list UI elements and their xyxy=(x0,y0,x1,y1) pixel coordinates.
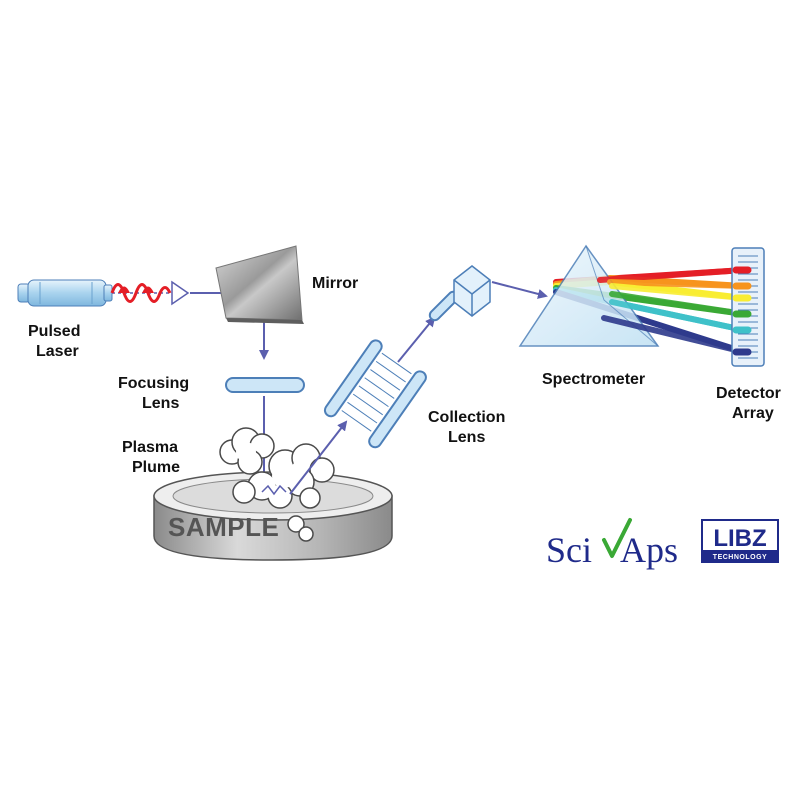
detector-array-label: Detector Array xyxy=(716,385,785,422)
spectrum-beams-front xyxy=(597,267,747,355)
plasma-spark xyxy=(261,484,287,496)
collection-lens-label: Collection Lens xyxy=(428,409,510,446)
mirror-label: Mirror xyxy=(312,275,358,292)
detector-array xyxy=(731,247,765,367)
beam-to-collection xyxy=(289,420,348,495)
sciaps-logo-aps: Aps xyxy=(620,530,678,570)
beam-to-spectrometer xyxy=(491,281,548,299)
sciaps-logo: Sci Aps xyxy=(546,518,678,570)
libz-logo: LIBZ TECHNOLOGY xyxy=(701,519,779,563)
focusing-lens xyxy=(225,377,305,393)
libz-logo-text: LIBZ xyxy=(713,525,766,552)
mirror xyxy=(215,245,304,324)
spectrometer-label: Spectrometer xyxy=(542,371,645,388)
fiber-cube xyxy=(453,265,491,317)
pulsed-laser-label: Pulsed Laser xyxy=(28,323,85,360)
sciaps-logo-sci: Sci xyxy=(546,530,592,570)
beam-to-coupler xyxy=(397,316,436,363)
focusing-lens-label: Focusing Lens xyxy=(118,375,194,412)
sample-label: SAMPLE xyxy=(168,512,279,542)
libz-logo-subtext: TECHNOLOGY xyxy=(713,554,767,561)
sciaps-check-icon xyxy=(602,518,632,558)
pulsed-laser xyxy=(17,279,113,307)
laser-pulse-wave xyxy=(110,280,190,306)
collection-lens xyxy=(323,339,427,449)
plasma-plume-label: Plasma Plume xyxy=(122,439,183,476)
